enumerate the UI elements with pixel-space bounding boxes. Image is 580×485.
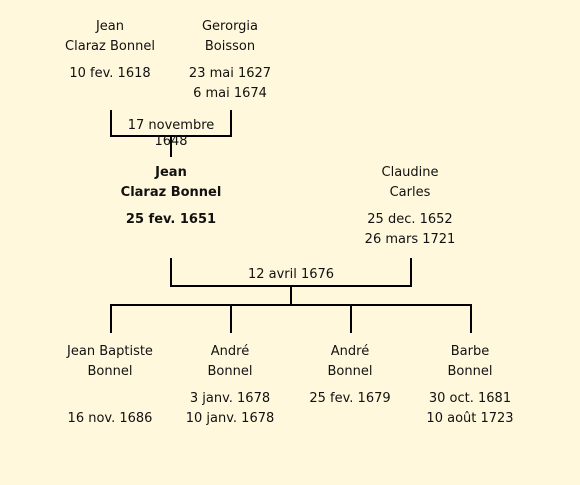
death-date [96, 230, 246, 250]
death-date: 26 mars 1721 [364, 232, 456, 247]
last-name: Bonnel [327, 364, 373, 379]
birth-date: 25 fev. 1679 [309, 391, 391, 406]
person-mother: Claudine Carles 25 dec. 1652 26 mars 172… [335, 163, 485, 250]
person-child-4: Barbe Bonnel 30 oct. 1681 10 août 1723 [395, 342, 545, 429]
birth-date: 3 janv. 1678 [189, 391, 271, 406]
death-date: 16 nov. 1686 [67, 411, 153, 426]
death-date: 10 janv. 1678 [185, 411, 275, 426]
birth-date: 25 dec. 1652 [367, 212, 453, 227]
first-name: Jean Baptiste [67, 344, 153, 359]
first-name: Jean [95, 19, 125, 34]
first-name: Jean [155, 165, 187, 180]
person-grandfather: Jean Claraz Bonnel 10 fev. 1618 [35, 17, 185, 104]
first-name: Barbe [450, 344, 490, 359]
last-name: Bonnel [447, 364, 493, 379]
birth-date: 10 fev. 1618 [69, 66, 151, 81]
last-name: Claraz Bonnel [120, 185, 222, 200]
death-date: 10 août 1723 [426, 411, 514, 426]
birth-date: 23 mai 1627 [188, 66, 272, 81]
parents-marriage-date: 12 avril 1676 [247, 267, 335, 282]
death-date: 6 mai 1674 [193, 86, 267, 101]
person-grandmother: Gerorgia Boisson 23 mai 1627 6 mai 1674 [155, 17, 305, 104]
last-name: Boisson [204, 39, 256, 54]
first-name: André [330, 344, 370, 359]
birth-date: 25 fev. 1651 [125, 212, 217, 227]
birth-date: 30 oct. 1681 [428, 391, 512, 406]
last-name: Bonnel [87, 364, 133, 379]
grandparents-marriage-date: 17 novembre 1648 [127, 118, 215, 149]
person-child-3: André Bonnel 25 fev. 1679 [275, 342, 425, 429]
last-name: Carles [389, 185, 431, 200]
first-name: Claudine [381, 165, 439, 180]
last-name: Claraz Bonnel [65, 39, 155, 54]
first-name: Gerorgia [201, 19, 259, 34]
person-child-2: André Bonnel 3 janv. 1678 10 janv. 1678 [155, 342, 305, 429]
person-father: Jean Claraz Bonnel 25 fev. 1651 [96, 163, 246, 250]
last-name: Bonnel [207, 364, 253, 379]
first-name: André [210, 344, 250, 359]
person-child-1: Jean Baptiste Bonnel 16 nov. 1686 [35, 342, 185, 429]
